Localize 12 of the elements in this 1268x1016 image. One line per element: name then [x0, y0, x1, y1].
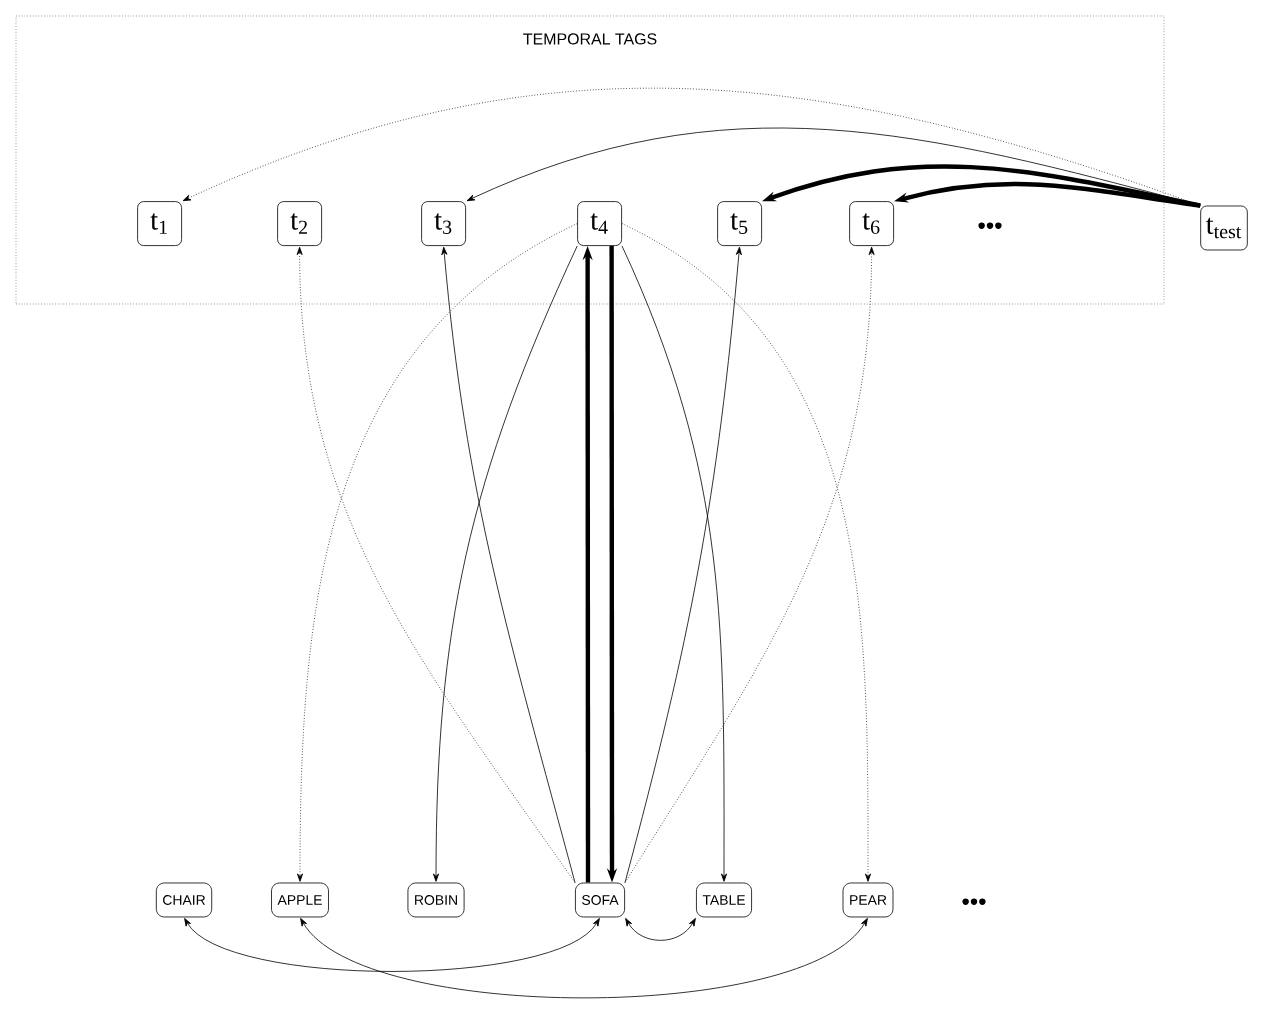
- tag-box: t$_{1}$: [137, 201, 182, 246]
- ellipsis: •••: [978, 222, 1002, 229]
- ellipsis: •••: [962, 898, 986, 905]
- arrow: [625, 918, 696, 941]
- tag-box: t$_{6}$: [849, 201, 894, 246]
- arrow: [184, 918, 600, 972]
- tag-box: t$_{test}$: [1200, 205, 1248, 251]
- tag-box: t$_{2}$: [277, 201, 322, 246]
- arrow: [300, 918, 868, 999]
- tag-box: t$_{4}$: [577, 201, 622, 246]
- tag-box: t$_{5}$: [717, 201, 762, 246]
- tag-box: t$_{3}$: [421, 201, 466, 246]
